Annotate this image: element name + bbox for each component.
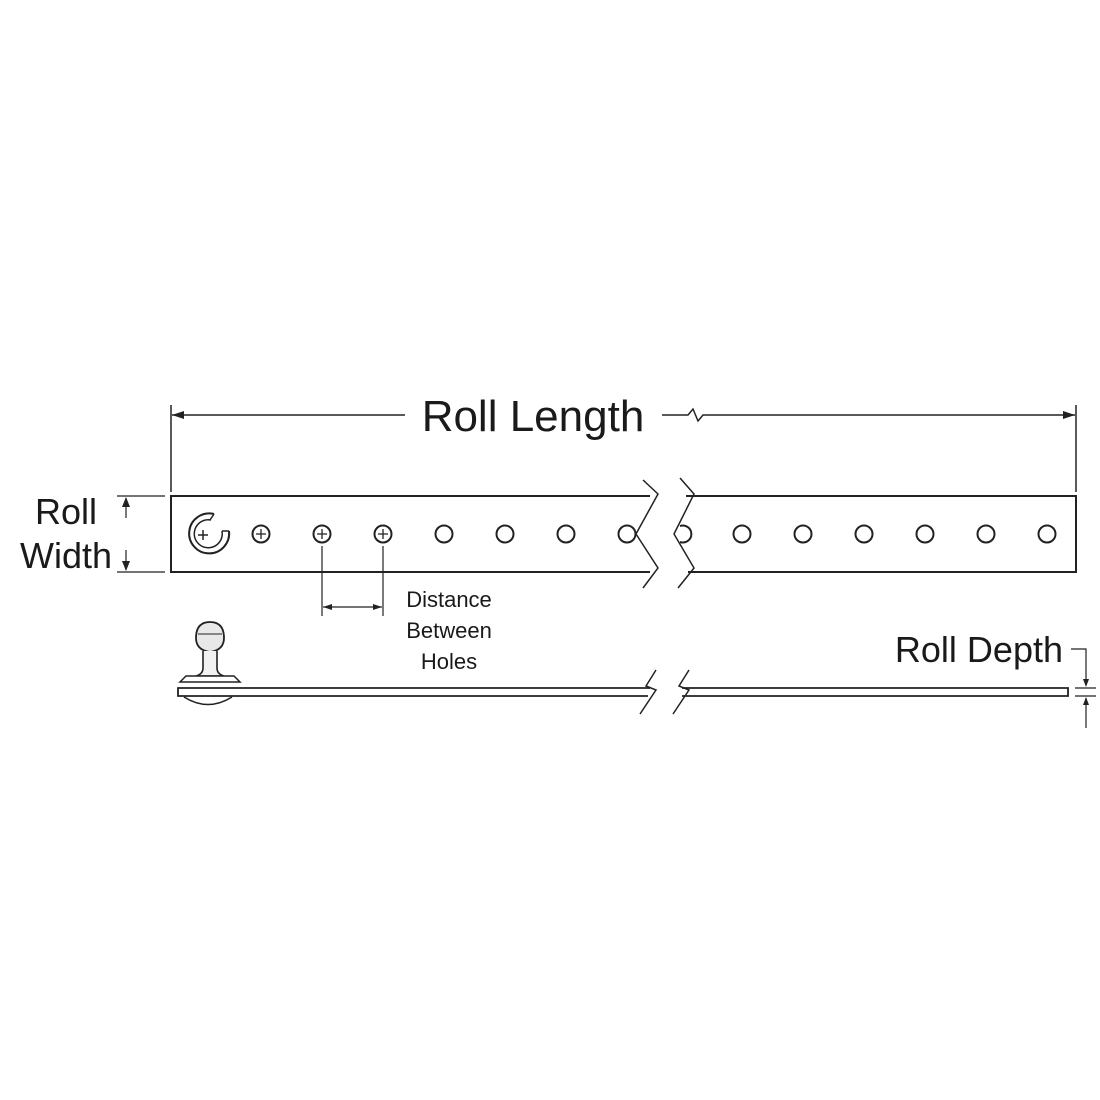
roll-depth-leader-top [1071, 648, 1087, 685]
hole-distance-dimension: Distance Between Holes [321, 546, 492, 674]
strap-hole-12 [915, 524, 935, 544]
strap-hole-14 [1037, 524, 1057, 544]
rivet-hole-3 [373, 524, 393, 544]
roll-width-arrow-top [122, 497, 130, 507]
strap-hole-11 [854, 524, 874, 544]
end-fitting-top-icon [188, 512, 231, 555]
strap-hole-partial [679, 524, 693, 544]
rivet-hole-1 [251, 524, 271, 544]
rivet-cross-1 [256, 529, 266, 539]
strap-hole-10 [793, 524, 813, 544]
roll-length-arrow-right [1063, 411, 1075, 419]
strap-top-view [170, 477, 1077, 589]
strap-break-line-right [673, 477, 695, 589]
strap-right-segment [686, 495, 1077, 573]
roll-width-dimension: Roll Width [20, 491, 165, 576]
strap-hole-13 [976, 524, 996, 544]
distance-label-line1: Distance [406, 587, 492, 612]
strap-hole-7 [617, 524, 637, 544]
strap-side-view [177, 621, 1069, 715]
rivet-cross-3 [378, 529, 388, 539]
rivet-hole-2 [312, 524, 332, 544]
strap-side-break-right [672, 669, 691, 715]
roll-width-arrow-bottom [122, 561, 130, 571]
knob-neck [195, 651, 225, 677]
strap-holes [251, 524, 1057, 544]
distance-label-line2: Between [406, 618, 492, 643]
strap-side-right-segment [682, 687, 1069, 697]
roll-depth-label: Roll Depth [895, 629, 1063, 670]
end-fitting-ring-cap-1 [209, 513, 215, 521]
strap-hole-9 [732, 524, 752, 544]
distance-label-line3: Holes [421, 649, 477, 674]
roll-length-arrow-left [172, 411, 184, 419]
hole-distance-arrow-right [373, 604, 382, 610]
end-fitting-ring-outer [188, 512, 231, 555]
knob-bulb [195, 621, 225, 653]
roll-depth-arrow-bottom [1083, 697, 1089, 705]
hole-distance-arrow-left [323, 604, 332, 610]
roll-width-label-line2: Width [20, 535, 112, 576]
strap-hole-4 [434, 524, 454, 544]
roll-depth-arrow-top [1083, 679, 1089, 687]
knob-underside [183, 696, 233, 706]
roll-length-dimension: Roll Length [170, 392, 1077, 492]
roll-length-line-right [662, 407, 1075, 423]
roll-width-label-line1: Roll [35, 491, 97, 532]
strap-side-left-segment [177, 687, 650, 697]
roll-depth-dimension: Roll Depth [895, 629, 1096, 728]
rivet-cross-2 [317, 529, 327, 539]
end-fitting-ring-inner [193, 518, 224, 549]
strap-left-segment [170, 495, 650, 573]
strap-hole-6 [556, 524, 576, 544]
roll-length-label: Roll Length [422, 392, 645, 441]
strap-hole-5 [495, 524, 515, 544]
knob-flange [178, 675, 242, 683]
strap-side-break-left [639, 669, 658, 715]
end-fitting-side-icon [178, 621, 242, 706]
